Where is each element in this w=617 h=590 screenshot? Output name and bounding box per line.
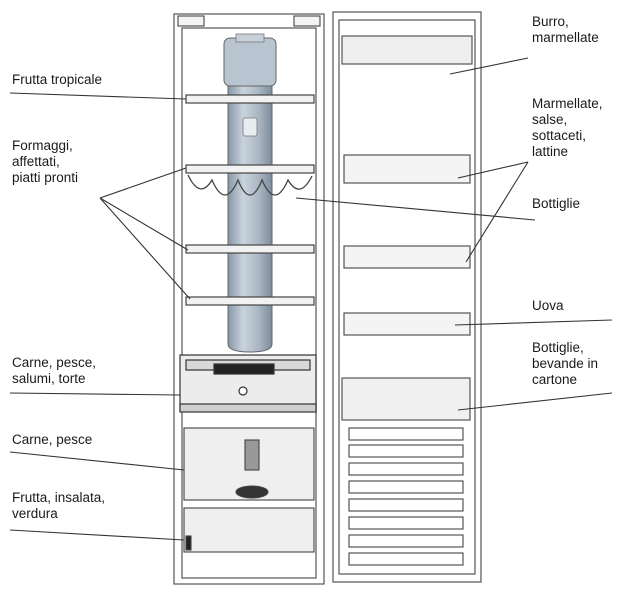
label-carne-pesce-salumi: Carne, pesce, salumi, torte (12, 355, 97, 386)
label-bottiglie: Bottiglie (532, 196, 581, 211)
label-bottiglie-bevande: Bottiglie, bevande in cartone (532, 340, 599, 387)
label-burro: Burro, marmellate (532, 14, 599, 45)
label-frutta-tropicale: Frutta tropicale (12, 72, 103, 87)
label-marmellate: Marmellate, salse, sottaceti, lattine (532, 96, 603, 159)
fresh-drawer (179, 354, 317, 413)
label-carne-pesce: Carne, pesce (12, 432, 93, 447)
fridge-door (332, 11, 482, 583)
wine-rack (187, 174, 313, 196)
fridge-cabinet (173, 13, 325, 585)
air-duct (223, 33, 277, 353)
label-formaggi: Formaggi, affettati, piatti pronti (12, 138, 79, 185)
leader-lines (9, 57, 613, 541)
label-frutta-insalata: Frutta, insalata, verdura (12, 490, 106, 521)
label-uova: Uova (532, 298, 564, 313)
crisper-drawers (183, 427, 315, 553)
